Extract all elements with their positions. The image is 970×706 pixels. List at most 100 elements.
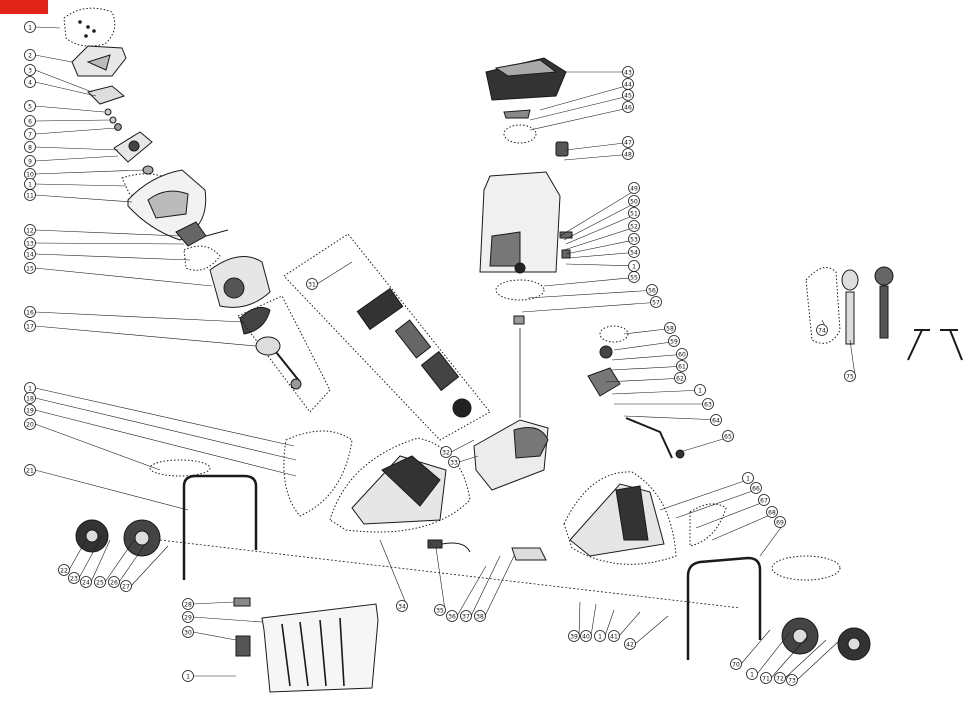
callout-bubble: 12 xyxy=(24,224,36,236)
callout-bubble: 30 xyxy=(182,626,194,638)
leader-line xyxy=(435,547,446,611)
callout-number: 4 xyxy=(28,79,32,86)
leader-line xyxy=(34,105,105,113)
leader-line xyxy=(34,54,73,63)
callout-circle xyxy=(182,670,194,682)
bag-small-left xyxy=(149,459,211,477)
callout-number: 24 xyxy=(82,579,90,586)
collection-bin xyxy=(261,603,379,693)
callout-number: 62 xyxy=(676,375,684,382)
callout-bubble: 8 xyxy=(24,141,36,153)
callout-circle xyxy=(674,372,686,384)
callout-number: 20 xyxy=(26,421,34,428)
callout-circle xyxy=(622,89,634,101)
leader-line xyxy=(618,611,641,637)
callout-number: 39 xyxy=(570,633,578,640)
callout-circle xyxy=(24,76,36,88)
leader-line xyxy=(118,545,145,583)
callout-bubble: 6 xyxy=(24,115,36,127)
cutter-disc xyxy=(113,131,153,163)
chute-group-outline xyxy=(329,437,471,533)
leader-line xyxy=(456,565,487,617)
corner-badge xyxy=(0,0,48,14)
callout-number: 75 xyxy=(846,373,854,380)
callout-bubble: 49 xyxy=(628,182,640,194)
callout-circle xyxy=(628,233,640,245)
hex-key-2 xyxy=(940,329,963,361)
callout-bubble: 64 xyxy=(710,414,722,426)
callout-circle xyxy=(730,658,742,670)
callout-circle xyxy=(24,262,36,274)
callout-circle xyxy=(440,446,452,458)
callout-number: 50 xyxy=(630,198,638,205)
callout-bubble: 57 xyxy=(650,296,662,308)
leader-line xyxy=(34,69,93,93)
callout-bubble: 73 xyxy=(786,674,798,686)
callout-circle xyxy=(628,182,640,194)
chute-body xyxy=(351,455,447,525)
callout-bubble: 1 xyxy=(594,630,606,642)
callout-circle xyxy=(694,384,706,396)
callout-circle xyxy=(722,430,734,442)
motor-rotor xyxy=(356,287,472,418)
callout-circle xyxy=(24,320,36,332)
callout-bubble: 65 xyxy=(722,430,734,442)
callout-number: 15 xyxy=(26,265,34,272)
leader-line xyxy=(529,106,634,131)
washers-small xyxy=(104,108,122,131)
callout-bubble: 22 xyxy=(58,564,70,576)
callout-circle xyxy=(474,610,486,622)
callout-bubble: 13 xyxy=(24,237,36,249)
leader-line xyxy=(563,225,640,251)
leader-line xyxy=(34,253,191,261)
callout-bubble: 58 xyxy=(664,322,676,334)
bag-of-screws-4 xyxy=(503,124,537,144)
axle-line xyxy=(159,539,741,609)
leader-line xyxy=(770,635,809,679)
callout-number: 63 xyxy=(704,401,712,408)
power-cable xyxy=(427,539,471,553)
callout-circle xyxy=(750,482,762,494)
callout-bubble: 3 xyxy=(24,64,36,76)
wrench-ring xyxy=(874,266,894,339)
callout-bubble: 74 xyxy=(816,324,828,336)
leader-line xyxy=(675,487,762,519)
callout-bubble: 2 xyxy=(24,49,36,61)
callout-bubble: 71 xyxy=(760,672,772,684)
callout-number: 6 xyxy=(28,118,32,125)
leader-line xyxy=(192,601,235,605)
callout-number: 29 xyxy=(184,614,192,621)
leader-line xyxy=(34,267,213,287)
leader-line xyxy=(521,301,662,313)
callout-number: 69 xyxy=(776,519,784,526)
callout-bubble: 47 xyxy=(622,136,634,148)
callout-circle xyxy=(580,630,592,642)
callout-circle xyxy=(58,564,70,576)
callout-number: 45 xyxy=(624,92,632,99)
leader-line xyxy=(450,439,475,453)
callout-number: 3 xyxy=(28,67,32,74)
callout-bubble: 28 xyxy=(182,598,194,610)
leader-line xyxy=(192,616,263,623)
callout-circle xyxy=(758,494,770,506)
leader-line xyxy=(34,81,97,97)
callout-number: 16 xyxy=(26,309,34,316)
leader-line xyxy=(565,263,640,267)
leader-line xyxy=(611,353,688,361)
leader-line xyxy=(34,423,161,471)
main-housing xyxy=(479,171,561,274)
leader-line xyxy=(34,325,257,347)
callout-number: 57 xyxy=(652,299,660,306)
callout-circle xyxy=(608,630,620,642)
callout-circle xyxy=(628,246,640,258)
hex-key-1 xyxy=(907,329,930,361)
callout-circle xyxy=(774,516,786,528)
callout-number: 7 xyxy=(28,131,32,138)
leader-line xyxy=(659,477,754,511)
callout-number: 71 xyxy=(762,675,770,682)
callout-number: 65 xyxy=(724,433,732,440)
plate-part xyxy=(87,85,126,105)
callout-number: 73 xyxy=(788,677,796,684)
callout-number: 56 xyxy=(648,287,656,294)
